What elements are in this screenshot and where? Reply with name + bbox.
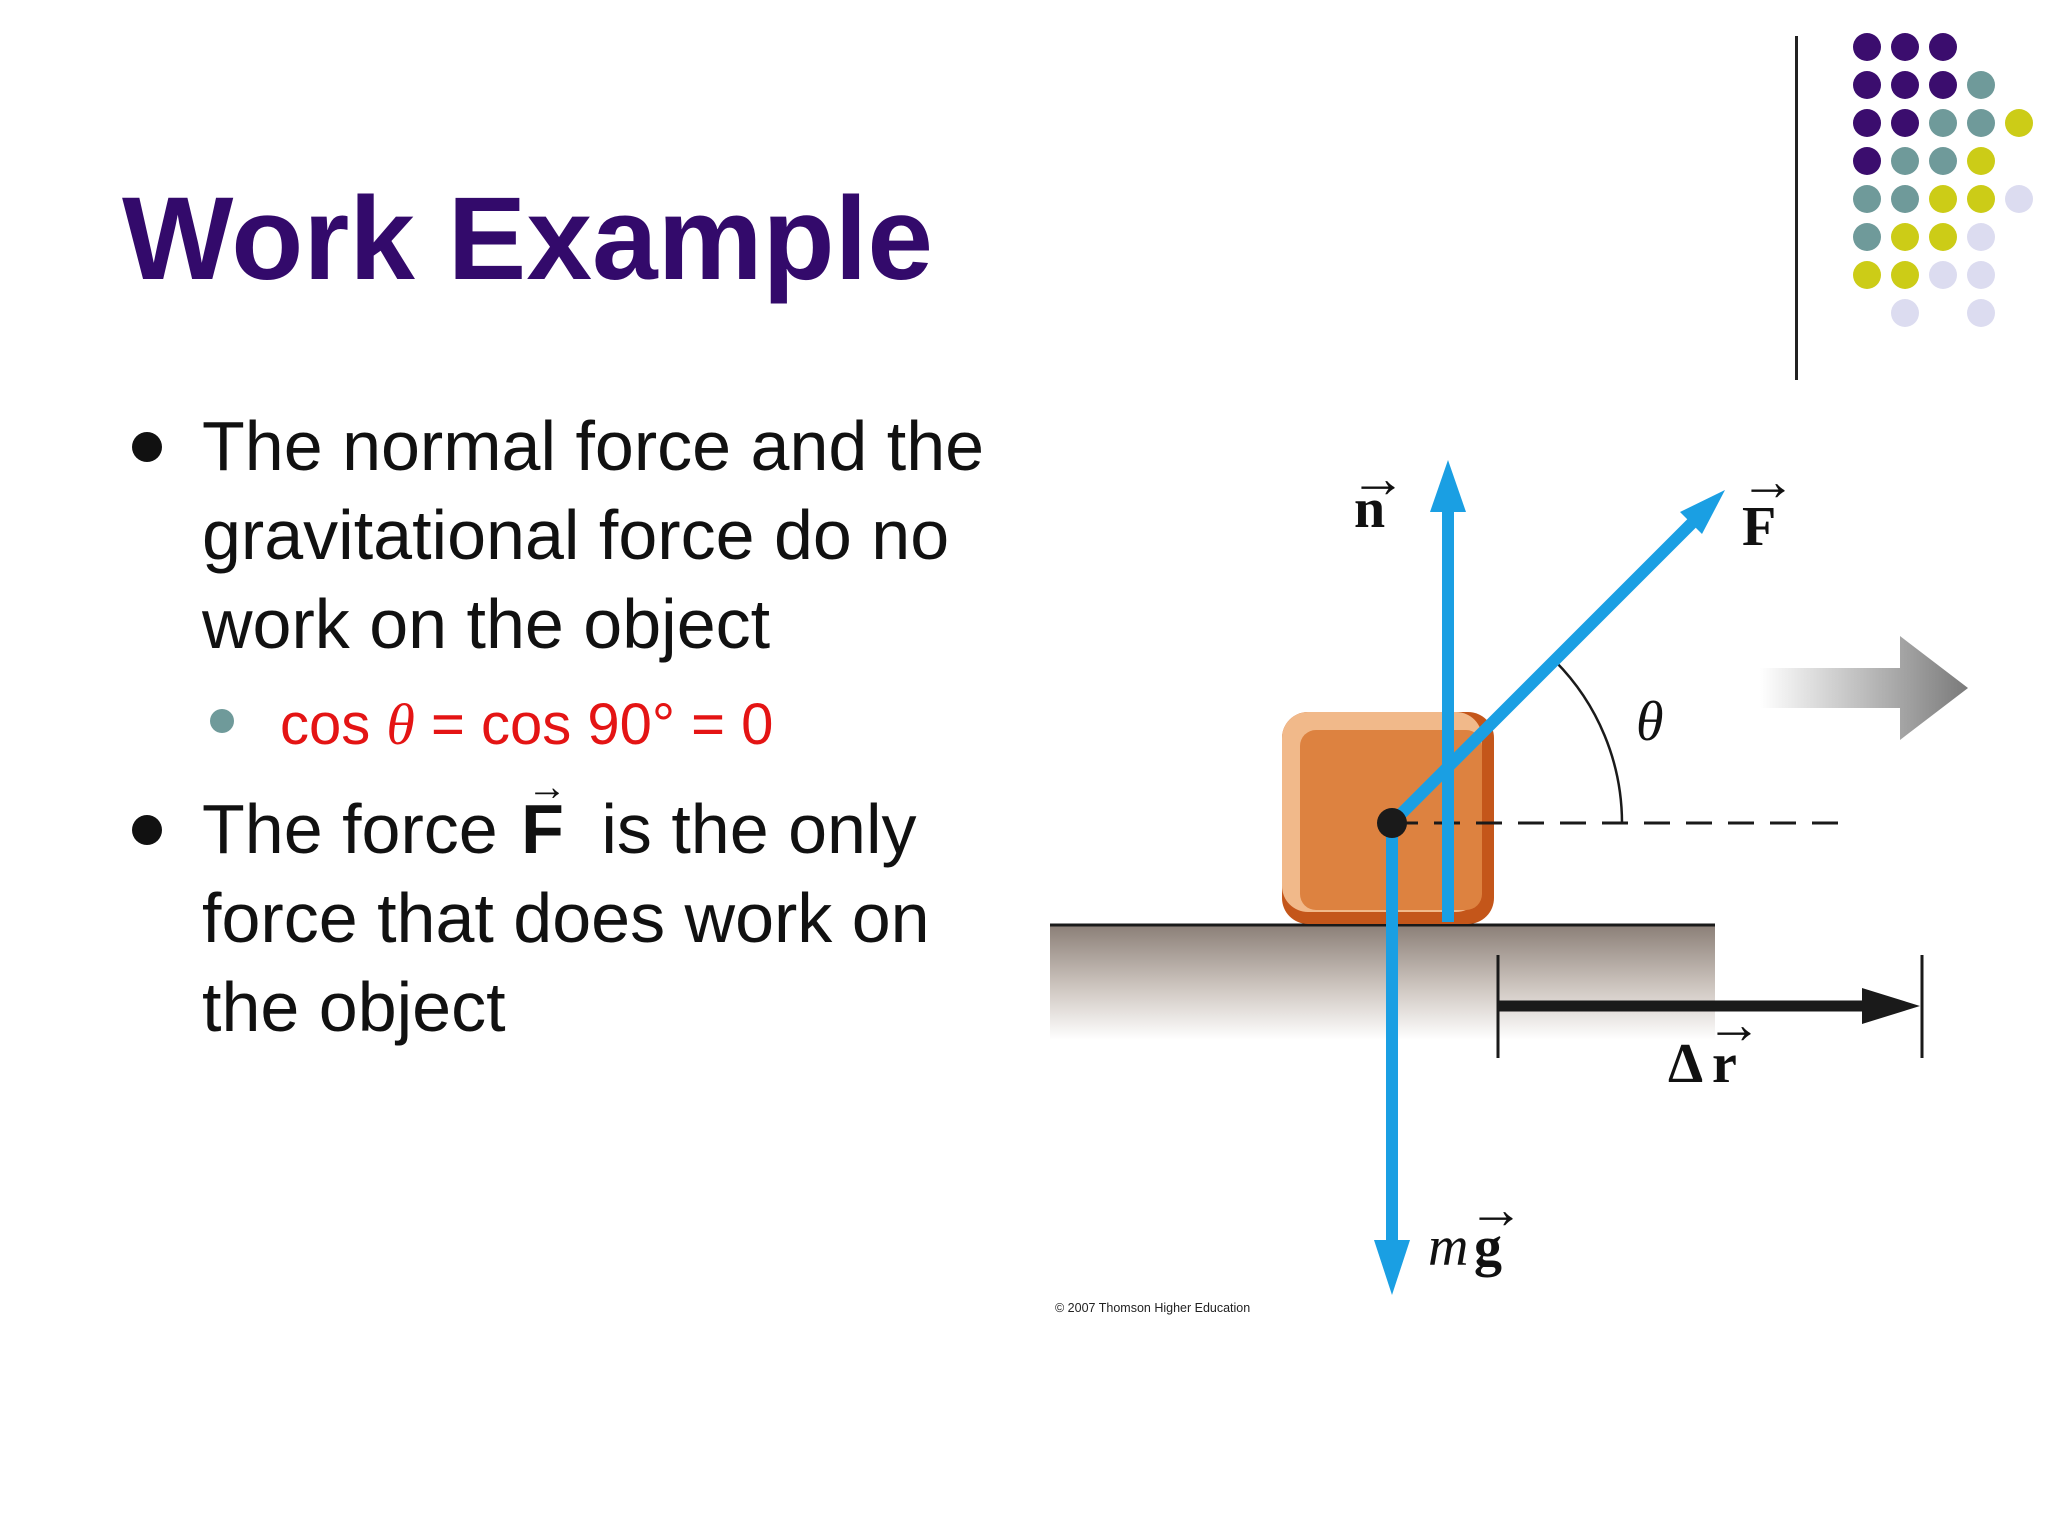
- decorative-dot: [1853, 223, 1881, 251]
- decorative-dot: [2005, 185, 2033, 213]
- sub-theta-symbol: θ: [386, 692, 415, 757]
- decorative-dot: [1929, 261, 1957, 289]
- decorative-dot: [1929, 71, 1957, 99]
- bullet-suffix: is the only force that does work on the …: [202, 790, 930, 1046]
- copyright-notice: © 2007 Thomson Higher Education: [1055, 1301, 1250, 1315]
- decorative-dot: [1967, 185, 1995, 213]
- weight-g-label: g: [1474, 1216, 1502, 1278]
- angle-theta-label: θ: [1636, 691, 1664, 753]
- decorative-dot: [1853, 71, 1881, 99]
- decorative-dot: [1891, 147, 1919, 175]
- bullet-prefix: The force: [202, 790, 518, 868]
- normal-force-label-arrow: →: [1350, 448, 1406, 510]
- decorative-dot: [1853, 33, 1881, 61]
- decorative-dot: [1891, 223, 1919, 251]
- decorative-dot: [1853, 109, 1881, 137]
- decorative-dot: [1967, 109, 1995, 137]
- vector-f-letter: F: [521, 790, 564, 868]
- decorative-dot: [1891, 71, 1919, 99]
- decorative-dot: [1853, 261, 1881, 289]
- decorative-dot: [2005, 109, 2033, 137]
- decorative-dot: [1891, 299, 1919, 327]
- displacement-delta-label: Δ: [1668, 1033, 1703, 1095]
- decorative-dot: [1967, 261, 1995, 289]
- decorative-dot: [1967, 223, 1995, 251]
- sub-bullet-cos-equation: cos θ = cos 90° = 0: [130, 675, 1030, 775]
- displacement-arrowhead: [1862, 988, 1920, 1024]
- angle-arc: [1554, 660, 1624, 824]
- bullet-dot: [132, 815, 162, 845]
- decorative-dot: [1929, 33, 1957, 61]
- decorative-dot: [1929, 223, 1957, 251]
- decorative-dot: [1967, 147, 1995, 175]
- bullet-list: The normal force and the gravitational f…: [130, 402, 1030, 1052]
- sub-bullet-dot: [210, 709, 234, 733]
- weight-label-arrow: →: [1468, 1179, 1524, 1241]
- applied-force-label-arrow: →: [1740, 451, 1796, 513]
- applied-force-label: F: [1742, 496, 1776, 558]
- bullet-text: The normal force and the gravitational f…: [202, 407, 985, 663]
- applied-force-shaft: [1387, 515, 1700, 828]
- decorative-dot-grid: [1853, 33, 2033, 327]
- weight-m-label: m: [1428, 1216, 1468, 1278]
- applied-force-arrowhead: [1680, 490, 1725, 534]
- vector-arrow-accent: →: [527, 765, 568, 809]
- decorative-dot: [1967, 71, 1995, 99]
- center-point: [1377, 808, 1407, 838]
- bullet-normal-gravity-no-work: The normal force and the gravitational f…: [130, 402, 1030, 669]
- sub-equation-rest: = cos 90° = 0: [414, 692, 774, 757]
- decorative-dot: [1891, 33, 1919, 61]
- title-divider-line: [1795, 36, 1798, 380]
- decorative-dot: [1929, 185, 1957, 213]
- ground-surface: [1050, 925, 1715, 1040]
- decorative-dot: [1967, 299, 1995, 327]
- sub-cos-text: cos: [280, 692, 387, 757]
- decorative-dot: [1853, 147, 1881, 175]
- decorative-dot: [1891, 261, 1919, 289]
- slide-title: Work Example: [122, 173, 934, 305]
- bullet-dot: [132, 432, 162, 462]
- decorative-dot: [1853, 185, 1881, 213]
- normal-force-label: n: [1354, 478, 1385, 540]
- motion-direction-arrow: [1760, 636, 1968, 740]
- displacement-label-arrow: →: [1706, 994, 1762, 1056]
- weight-force-arrowhead: [1374, 1240, 1410, 1295]
- decorative-dot: [1891, 185, 1919, 213]
- displacement-r-label: r: [1712, 1033, 1737, 1095]
- normal-force-arrowhead: [1430, 460, 1466, 512]
- bullet-force-only-work: The force →F is the only force that does…: [130, 767, 1030, 1052]
- decorative-dot: [1929, 109, 1957, 137]
- decorative-dot: [1929, 147, 1957, 175]
- decorative-dot: [1891, 109, 1919, 137]
- vector-f-symbol: →F: [521, 767, 567, 874]
